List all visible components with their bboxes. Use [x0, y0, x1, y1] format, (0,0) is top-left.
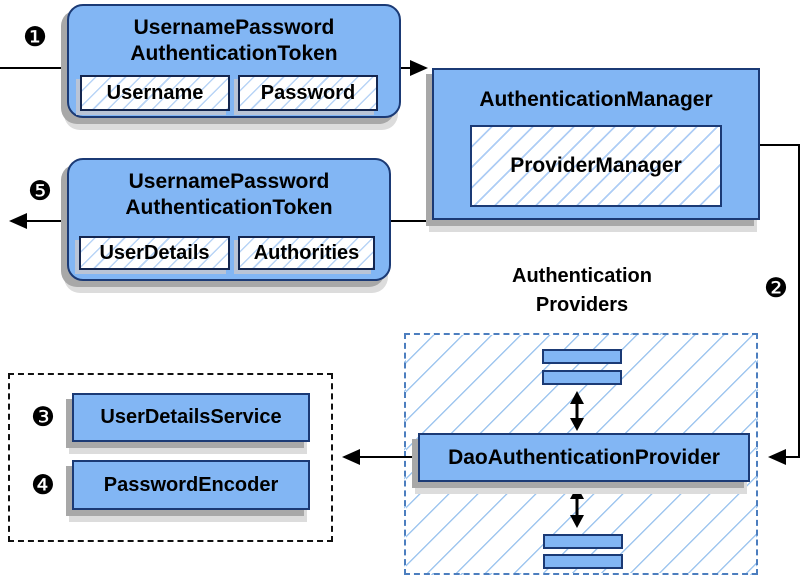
result-token-title: UsernamePassword AuthenticationToken: [69, 160, 389, 221]
authentication-manager-box: AuthenticationManager ProviderManager: [432, 68, 760, 220]
userdetails-field-box: UserDetails: [79, 236, 230, 270]
result-token-box: UsernamePassword AuthenticationToken Use…: [67, 158, 391, 281]
step-5-badge: ❺: [27, 176, 53, 207]
user-details-service-box: UserDetailsService: [72, 393, 310, 442]
result-token-title-line2: AuthenticationToken: [125, 196, 333, 219]
password-field-box: Password: [238, 75, 378, 111]
heading-line-1: Authentication: [512, 265, 652, 287]
dao-authentication-provider-box: DaoAuthenticationProvider: [418, 433, 750, 482]
result-token-title-line1: UsernamePassword: [128, 170, 330, 193]
provider-list-bar: [542, 370, 622, 385]
provider-list-bar: [543, 534, 623, 549]
request-token-title-line1: UsernamePassword: [133, 16, 335, 39]
step-3-badge: ❸: [30, 402, 56, 433]
provider-manager-box: ProviderManager: [470, 125, 722, 207]
provider-list-bar: [543, 554, 623, 569]
heading-line-2: Providers: [535, 294, 629, 316]
step-1-badge: ❶: [22, 22, 48, 53]
step-4-badge: ❹: [30, 470, 56, 501]
authentication-manager-title: AuthenticationManager: [479, 88, 713, 111]
step-2-badge: ❷: [763, 273, 789, 304]
password-encoder-box: PasswordEncoder: [72, 460, 310, 510]
authentication-providers-heading: Authentication Providers: [462, 262, 702, 320]
request-token-title-line2: AuthenticationToken: [130, 42, 338, 65]
request-token-box: UsernamePassword AuthenticationToken Use…: [67, 4, 401, 118]
collaborators-group: [8, 373, 333, 542]
provider-list-bar: [542, 349, 622, 364]
authorities-field-box: Authorities: [238, 236, 375, 270]
request-token-title: UsernamePassword AuthenticationToken: [69, 6, 399, 67]
username-field-box: Username: [80, 75, 230, 111]
